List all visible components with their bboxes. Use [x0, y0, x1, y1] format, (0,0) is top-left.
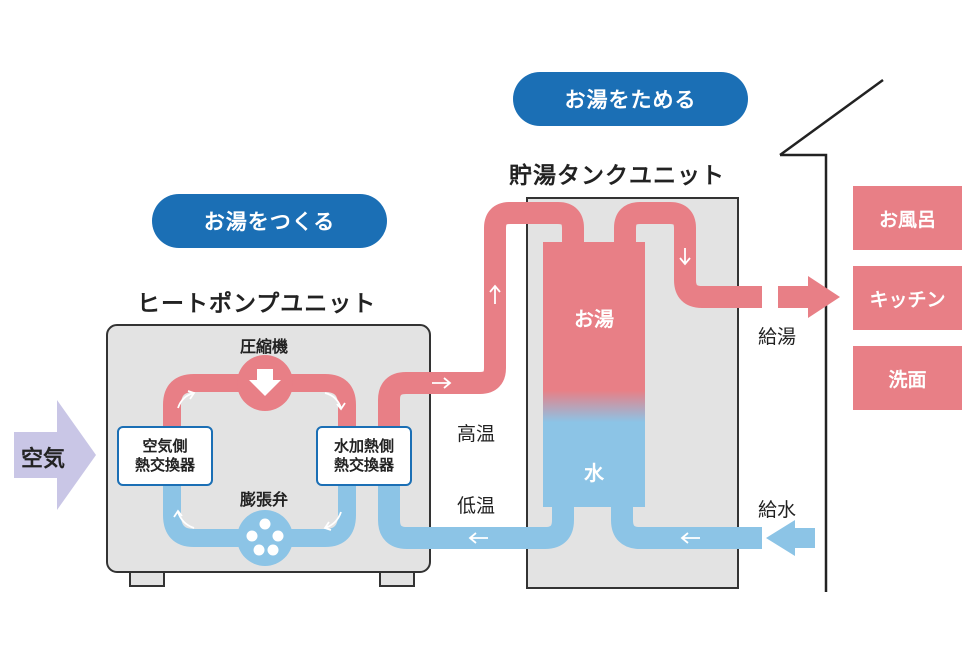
expansion-valve-symbol	[237, 510, 293, 566]
water-supply-pipe	[611, 505, 762, 549]
inner-tank	[543, 242, 645, 507]
water-side-heat-exchanger: 水加熱側 熱交換器	[316, 426, 412, 486]
house-outline	[779, 78, 884, 592]
valve-hole-icon	[246, 530, 258, 542]
water-hx-label-line2: 熱交換器	[333, 456, 394, 474]
tank-water-label: 水	[584, 461, 604, 485]
hot-supply-pipe	[614, 202, 762, 308]
flow-arrow-icon	[177, 390, 196, 409]
compressor-arrow-icon	[249, 369, 281, 396]
storage-tank-unit-title: 貯湯タンクユニット	[509, 163, 725, 189]
expansion-valve-label: 膨張弁	[240, 490, 289, 509]
compressor-label: 圧縮機	[240, 337, 289, 356]
valve-hole-icon	[267, 544, 279, 556]
destination-washroom: 洗面	[853, 346, 962, 410]
air-arrow	[14, 400, 96, 510]
flow-arrow-icon	[468, 532, 488, 544]
pill-store-hot-water: お湯をためる	[513, 72, 748, 126]
flow-arrow-icon	[323, 511, 342, 531]
destination-bath: お風呂	[853, 186, 962, 250]
heat-pump-foot-right	[379, 571, 415, 587]
hot-supply-label: 給湯	[758, 326, 797, 348]
heat-pump-foot-left	[129, 571, 165, 587]
flow-arrow-icon	[173, 509, 195, 529]
air-side-heat-exchanger: 空気側 熱交換器	[117, 426, 213, 486]
flow-arrow-icon	[680, 532, 700, 544]
valve-hole-icon	[253, 544, 265, 556]
valve-hole-icon	[272, 530, 284, 542]
water-supply-label: 給水	[758, 499, 797, 521]
valve-hole-icon	[259, 518, 271, 530]
hot-supply-arrow	[778, 276, 840, 318]
flow-arrow-icon	[489, 284, 501, 304]
flow-arrow-icon	[432, 377, 452, 389]
tank-hot-water-label: お湯	[574, 307, 614, 331]
air-hx-label-line2: 熱交換器	[134, 456, 195, 474]
flow-arrow-icon	[324, 392, 346, 411]
heat-pump-unit-title: ヒートポンプユニット	[137, 291, 377, 317]
air-hx-label-line1: 空気側	[142, 436, 188, 455]
air-label: 空気	[21, 447, 66, 472]
low-temp-label: 低温	[457, 495, 496, 517]
high-temp-label: 高温	[457, 423, 496, 445]
water-hx-label-line1: 水加熱側	[333, 436, 394, 455]
flow-arrow-icon	[679, 248, 691, 266]
destination-kitchen: キッチン	[853, 266, 962, 330]
water-supply-arrow	[766, 520, 815, 556]
pill-make-hot-water: お湯をつくる	[152, 194, 387, 248]
